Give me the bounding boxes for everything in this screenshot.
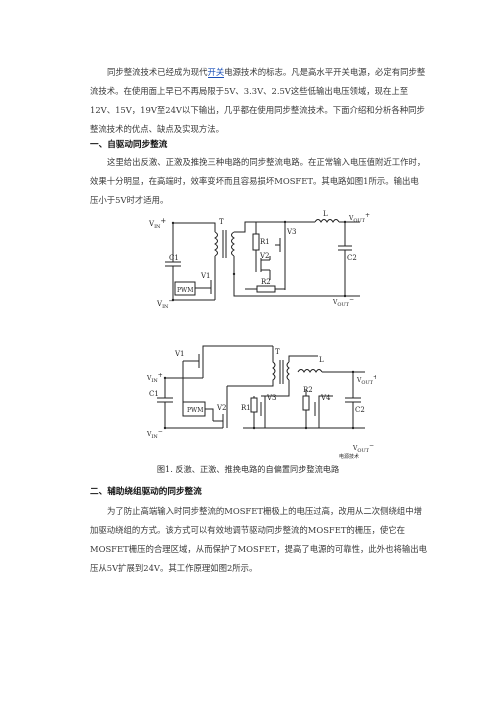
figure1-top-circuit: VIN+ VIN− T L C1 C2 R1 R2 V1 V2 V3 PWM V…: [148, 210, 370, 310]
b-r2-label: R2: [303, 386, 313, 394]
watermark-text: 电源技术: [339, 453, 359, 460]
b-transformer-label: T: [275, 348, 280, 356]
b-v2-label: V2: [216, 404, 227, 412]
vin-plus-label: VIN+: [148, 217, 166, 230]
b-v4-label: V4: [320, 394, 331, 402]
r1-label: R1: [260, 238, 270, 246]
section1-paragraph: 这里给出反激、正激及推挽三种电路的同步整流电路。在正常输入电压值附近工作时，效果…: [90, 153, 427, 210]
v2-label: V2: [259, 252, 270, 260]
c1-label: C1: [169, 254, 179, 262]
b-vout-plus-label: VOUT+: [356, 374, 376, 386]
b-v3-label: V3: [266, 394, 277, 402]
c2-label: C2: [347, 254, 357, 262]
intro-text-after: 电源技术的标志。凡是高水平开关电源，必定有同步整流技术。在使用面上早已不再局限于…: [90, 67, 426, 134]
b-pwm-label: PWM: [187, 407, 203, 414]
intro-text-before: 同步整流技术已经成为现代: [107, 67, 208, 77]
b-c1-label: C1: [149, 390, 159, 398]
b-v1-label: V1: [174, 350, 185, 358]
section1-heading: 一、自驱动同步整流: [90, 140, 168, 150]
b-inductor-label: L: [319, 356, 324, 364]
switch-link[interactable]: 开关: [207, 67, 225, 78]
vout-minus-label: VOUT−: [332, 296, 354, 308]
pwm-label: PWM: [177, 287, 193, 294]
intro-paragraph: 同步整流技术已经成为现代开关电源技术的标志。凡是高水平开关电源，必定有同步整流技…: [90, 63, 427, 139]
section2-body: 为了防止高端输入时同步整流的MOSFET栅极上的电压过高，改用从二次侧绕组中增加…: [90, 506, 428, 573]
r2-label: R2: [261, 278, 271, 286]
v3-label: V3: [286, 228, 297, 236]
section2-paragraph: 为了防止高端输入时同步整流的MOSFET栅极上的电压过高，改用从二次侧绕组中增加…: [90, 502, 427, 578]
section1-body: 这里给出反激、正激及推挽三种电路的同步整流电路。在正常输入电压值附近工作时，效果…: [90, 157, 426, 205]
figure1-bottom-circuit: V1 V2 V3 V4 T L C1 C2 R1 R2 PWM VIN+ VIN…: [146, 345, 376, 460]
b-vout-minus-label: VOUT−: [352, 442, 374, 454]
b-vin-minus-label: VIN−: [146, 428, 163, 440]
b-c2-label: C2: [355, 406, 365, 414]
transformer-label: T: [219, 218, 224, 226]
inductor-label: L: [323, 210, 328, 218]
section2-heading: 二、辅助绕组驱动的同步整流: [90, 487, 202, 497]
v1-label: V1: [200, 272, 211, 280]
vin-minus-label: VIN−: [156, 297, 174, 310]
b-vin-plus-label: VIN+: [146, 372, 163, 384]
b-r1-label: R1: [241, 404, 251, 412]
figure1-caption: 图1. 反激、正激、推挽电路的自偏置同步整流电路: [156, 464, 340, 474]
